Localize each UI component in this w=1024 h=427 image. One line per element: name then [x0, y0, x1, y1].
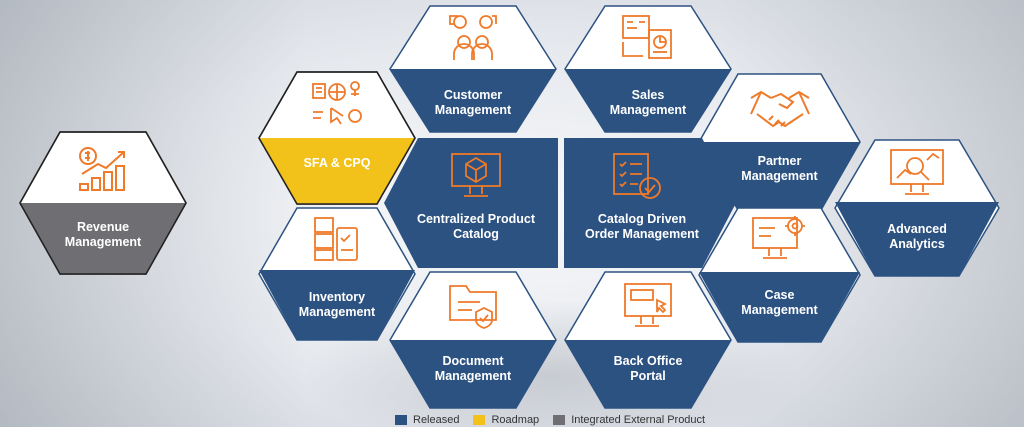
- integrated-swatch: [553, 415, 566, 425]
- sfa-label: SFA & CPQ: [303, 156, 371, 170]
- legend-released: Released: [395, 414, 459, 426]
- hex-sfa-cpq: SFA & CPQ: [257, 70, 417, 206]
- legend: Released Roadmap Integrated External Pro…: [395, 413, 719, 427]
- legend-roadmap: Roadmap: [473, 414, 539, 426]
- released-swatch: [395, 415, 407, 425]
- legend-integrated: Integrated External Product: [553, 414, 705, 426]
- roadmap-swatch: [473, 415, 486, 425]
